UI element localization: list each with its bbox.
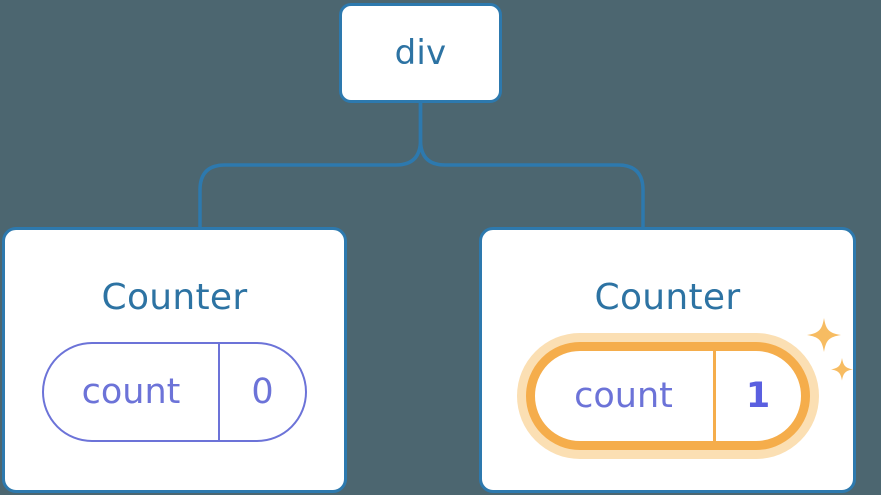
state-pill[interactable]: count 0	[42, 342, 307, 442]
tree-node-counter-left[interactable]: Counter count 0	[2, 227, 347, 493]
state-pill-value-cell: 1	[712, 351, 801, 441]
state-pill-key-cell: count	[535, 351, 713, 441]
component-title: Counter	[594, 277, 741, 318]
state-pill-wrapper: count 1	[525, 318, 853, 450]
tree-node-div[interactable]: div	[339, 3, 502, 103]
component-title: Counter	[101, 277, 248, 318]
state-key-label: count	[81, 371, 181, 412]
state-value-label: 0	[251, 371, 274, 412]
sparkle-icon	[830, 358, 853, 381]
sparkle-group	[806, 318, 853, 381]
state-pill-highlighted[interactable]: count 1	[525, 342, 810, 450]
state-value-label: 1	[745, 375, 771, 416]
tree-node-div-label: div	[394, 33, 447, 73]
state-pill-wrapper: count 0	[42, 342, 307, 442]
tree-node-counter-right[interactable]: Counter count 1	[479, 227, 856, 493]
sparkle-icon	[806, 318, 841, 352]
state-pill-key-cell: count	[44, 344, 218, 440]
state-pill-value-cell: 0	[218, 344, 305, 440]
state-key-label: count	[574, 375, 673, 416]
